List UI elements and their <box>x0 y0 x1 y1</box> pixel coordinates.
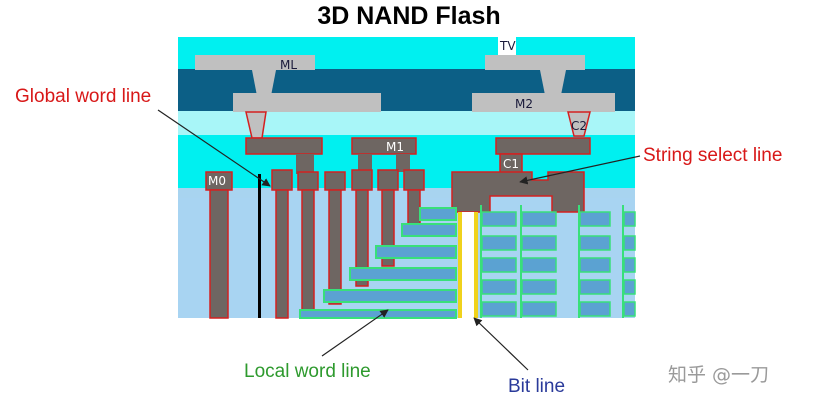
m1-stub-c <box>396 154 410 172</box>
ml-line-left <box>195 55 315 70</box>
m1-line-a <box>245 137 323 155</box>
staircase-word-lines <box>299 207 457 319</box>
m2-line-left <box>233 93 381 112</box>
wl-contact-3 <box>328 189 342 305</box>
arrow-global-word-line <box>157 109 271 187</box>
light-liner-layer <box>178 111 635 121</box>
m1-line-b <box>351 137 417 155</box>
local-word-line-label: Local word line <box>244 361 371 382</box>
diagram-title: 3D NAND Flash <box>317 2 501 30</box>
cap-6 <box>403 169 425 191</box>
wl-contact-1 <box>275 189 289 319</box>
m2-tag: M2 <box>515 97 533 111</box>
bit-line-label: Bit line <box>508 376 566 397</box>
c2-contact-right <box>567 111 591 137</box>
global-word-line-rail <box>258 174 261 318</box>
channel-core <box>462 212 474 318</box>
arrow-bit-line <box>473 317 529 371</box>
m0-plug <box>209 189 229 319</box>
c1-tag: C1 <box>503 157 519 171</box>
cap-2 <box>297 171 319 191</box>
wl-contact-4 <box>355 189 369 287</box>
memory-cell-array <box>480 205 636 318</box>
cap-3 <box>324 171 346 191</box>
m2-line-right <box>472 93 615 112</box>
c2-tag: C2 <box>571 119 587 133</box>
channel-left <box>458 212 462 318</box>
arrow-string-select-line <box>519 155 641 185</box>
wl-contact-2 <box>301 189 315 319</box>
m1-tag: M1 <box>386 140 404 154</box>
m1-line-c <box>495 137 591 155</box>
ml-via-right <box>540 70 566 100</box>
cap-1 <box>271 169 293 191</box>
ml-tag: ML <box>280 58 297 72</box>
watermark: 知乎 @一刀 <box>668 364 770 386</box>
cap-5 <box>377 169 399 191</box>
etch-stop-layer <box>178 188 635 198</box>
m0-tag: M0 <box>208 174 226 188</box>
cap-4 <box>351 169 373 191</box>
tv-via <box>498 37 516 57</box>
string-select-line-label: String select line <box>643 145 783 166</box>
channel-right <box>474 212 478 318</box>
arrow-local-word-line <box>321 309 389 357</box>
m2-dielectric-layer <box>178 121 635 135</box>
m1-stub-b <box>358 154 372 172</box>
ml-line-right <box>485 55 585 70</box>
tv-tag: TV <box>499 39 516 53</box>
m1-stub-a <box>296 154 314 174</box>
global-word-line-label: Global word line <box>15 86 152 107</box>
